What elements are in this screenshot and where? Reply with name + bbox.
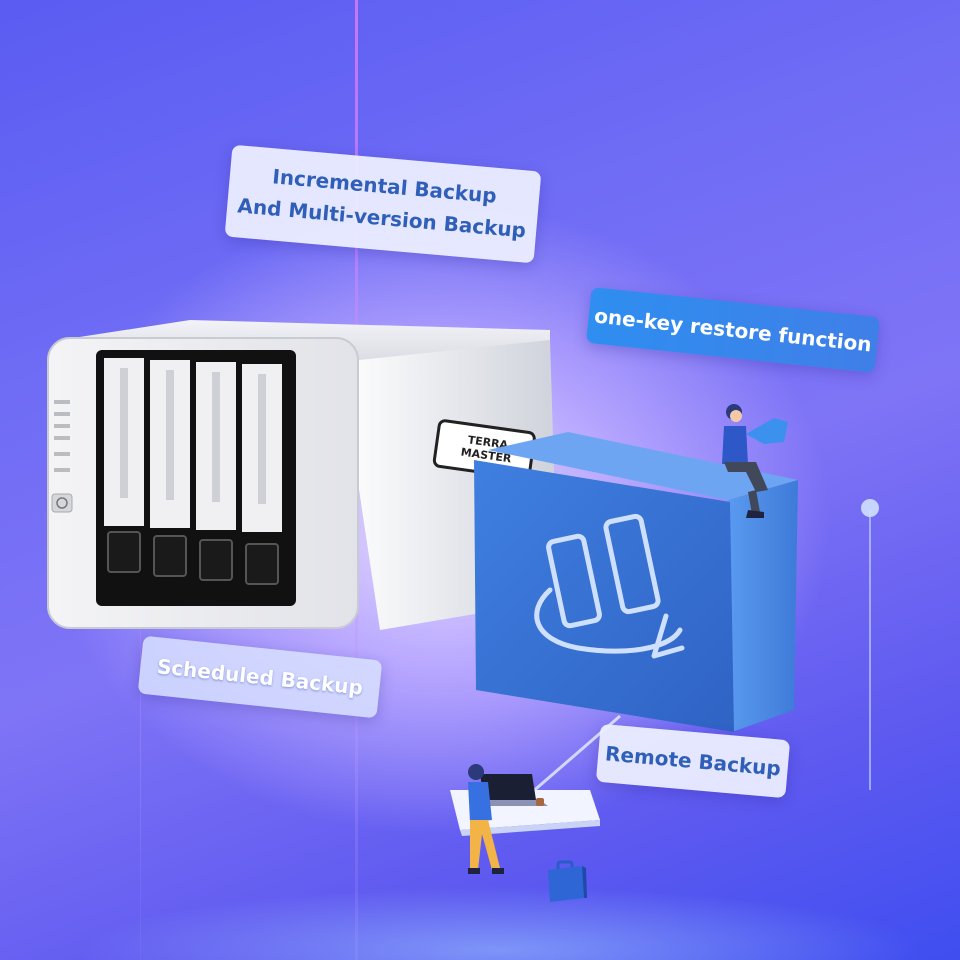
nas-device	[47, 320, 558, 630]
incremental-backup-label: Incremental Backup And Multi-version Bac…	[224, 144, 542, 264]
scheduled-backup-label: Scheduled Backup	[137, 635, 383, 719]
laptop-icon	[480, 774, 548, 806]
briefcase-icon	[548, 860, 587, 902]
glow-node-right	[861, 499, 879, 790]
connection-line	[529, 714, 621, 796]
power-icon	[51, 493, 73, 513]
light-line-far-left	[140, 560, 141, 960]
backup-sync-icon	[534, 513, 685, 659]
remote-worker	[450, 764, 600, 874]
one-key-restore-label: one-key restore function	[585, 286, 881, 374]
coffee-cup-icon	[536, 798, 544, 806]
backup-box	[474, 432, 798, 732]
person-reading	[722, 404, 788, 518]
